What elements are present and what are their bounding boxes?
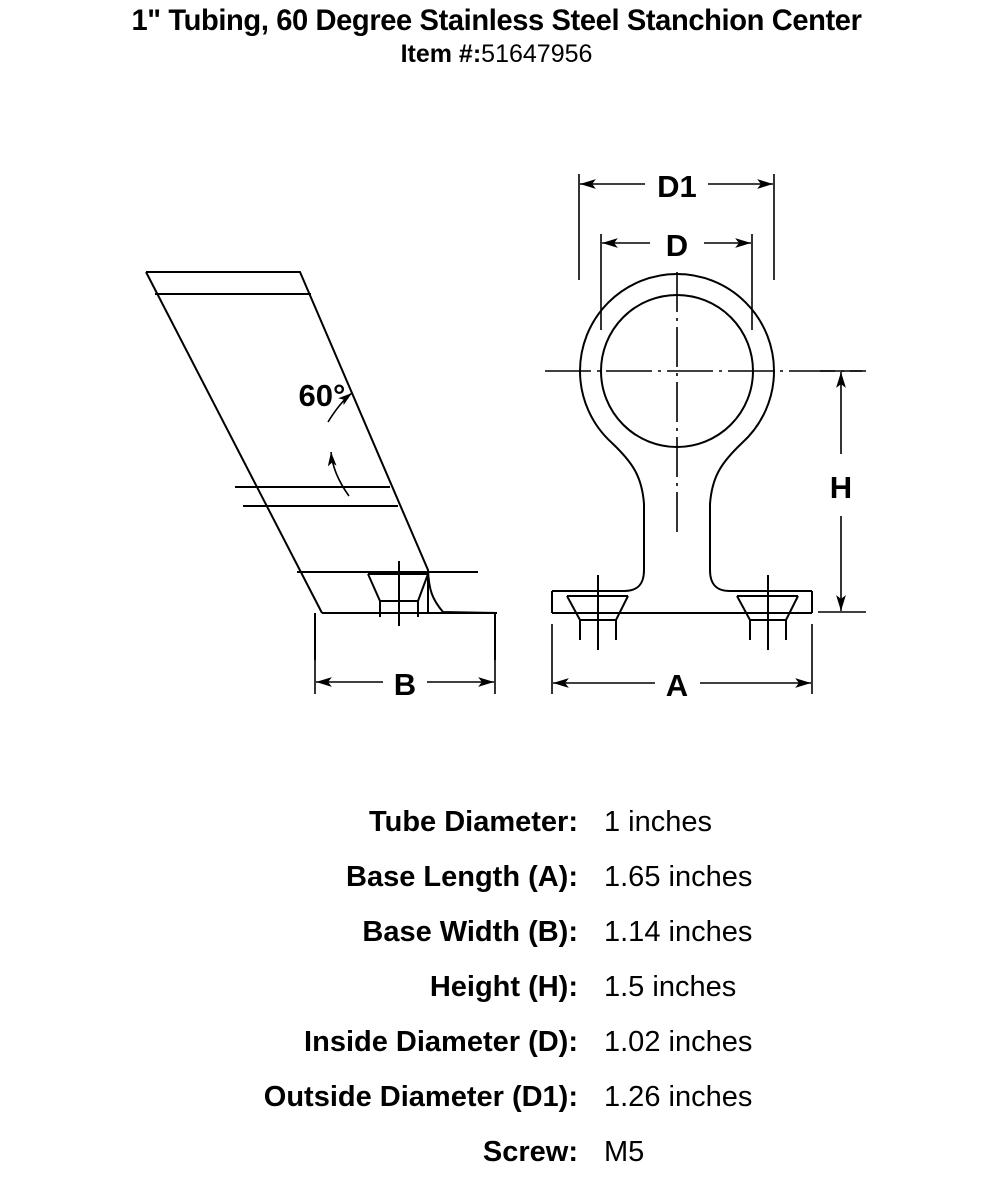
dimension-labels: 60° B A H D D1 bbox=[299, 169, 853, 703]
dimension-height bbox=[818, 370, 866, 613]
spec-value: M5 bbox=[604, 1136, 645, 1168]
height-label: H bbox=[830, 470, 852, 505]
spec-value: 1.65 inches bbox=[604, 861, 753, 893]
table-row: Height (H): 1.5 inches bbox=[0, 971, 993, 1026]
cs-l-bore bbox=[579, 620, 617, 640]
angle-leader-lower bbox=[327, 451, 350, 497]
title-block: 1" Tubing, 60 Degree Stainless Steel Sta… bbox=[0, 0, 993, 68]
dimension-base-width bbox=[314, 632, 496, 694]
side-body-top-right-edge bbox=[146, 271, 429, 613]
side-cs-bore bbox=[379, 601, 419, 617]
spec-value: 1 inches bbox=[604, 806, 713, 838]
spec-value: 1.02 inches bbox=[604, 1026, 753, 1058]
spec-label: Screw: bbox=[482, 1136, 578, 1168]
table-row: Base Length (A): 1.65 inches bbox=[0, 861, 993, 916]
front-base-plate bbox=[551, 590, 813, 614]
table-row: Inside Diameter (D): 1.02 inches bbox=[0, 1026, 993, 1081]
spec-label: Outside Diameter (D1): bbox=[263, 1081, 578, 1113]
inside-diameter-label: D bbox=[666, 228, 688, 263]
angle-callout-leaders bbox=[327, 392, 353, 497]
technical-drawing: 60° B A H D D1 bbox=[0, 104, 993, 724]
item-number-label: Item #: bbox=[400, 39, 482, 68]
front-inner-bore-circle bbox=[600, 294, 754, 448]
drawing-canvas: 60° B A H D D1 bbox=[145, 169, 866, 703]
page-title: 1" Tubing, 60 Degree Stainless Steel Sta… bbox=[131, 4, 862, 37]
side-body-right-fillet bbox=[427, 569, 498, 614]
dimension-base-length bbox=[551, 624, 813, 694]
cs-r-bore bbox=[749, 620, 787, 640]
table-row: Outside Diameter (D1): 1.26 inches bbox=[0, 1081, 993, 1136]
outside-diameter-label: D1 bbox=[657, 169, 697, 204]
dimension-inside-diameter bbox=[600, 234, 753, 330]
front-outer-profile-right bbox=[579, 273, 812, 592]
table-row: Screw: M5 bbox=[0, 1136, 993, 1191]
table-row: Base Width (B): 1.14 inches bbox=[0, 916, 993, 971]
spec-value: 1.14 inches bbox=[604, 916, 753, 948]
base-width-label: B bbox=[394, 667, 416, 702]
front-outer-profile-left bbox=[552, 370, 645, 592]
spec-label: Height (H): bbox=[429, 971, 578, 1003]
table-row: Tube Diameter: 1 inches bbox=[0, 806, 993, 861]
specification-table: Tube Diameter: 1 inches Base Length (A):… bbox=[0, 806, 993, 1191]
spec-value: 1.26 inches bbox=[604, 1081, 753, 1113]
side-view bbox=[145, 271, 498, 694]
spec-label: Base Width (B): bbox=[362, 916, 578, 948]
item-number-value: 51647956 bbox=[481, 39, 593, 68]
item-number-line: Item #:51647956 bbox=[0, 40, 993, 69]
spec-label: Tube Diameter: bbox=[369, 806, 578, 838]
side-body-left-edge bbox=[145, 271, 323, 614]
angle-label: 60° bbox=[299, 378, 346, 413]
front-view bbox=[545, 174, 866, 694]
spec-label: Inside Diameter (D): bbox=[304, 1026, 578, 1058]
front-countersink-right bbox=[736, 575, 799, 650]
dimension-outside-diameter bbox=[578, 174, 775, 280]
spec-value: 1.5 inches bbox=[604, 971, 737, 1003]
front-countersink-left bbox=[566, 575, 629, 650]
angle-leader-upper bbox=[327, 392, 353, 423]
side-countersink bbox=[367, 561, 429, 626]
base-length-label: A bbox=[666, 668, 688, 703]
spec-label: Base Length (A): bbox=[346, 861, 578, 893]
